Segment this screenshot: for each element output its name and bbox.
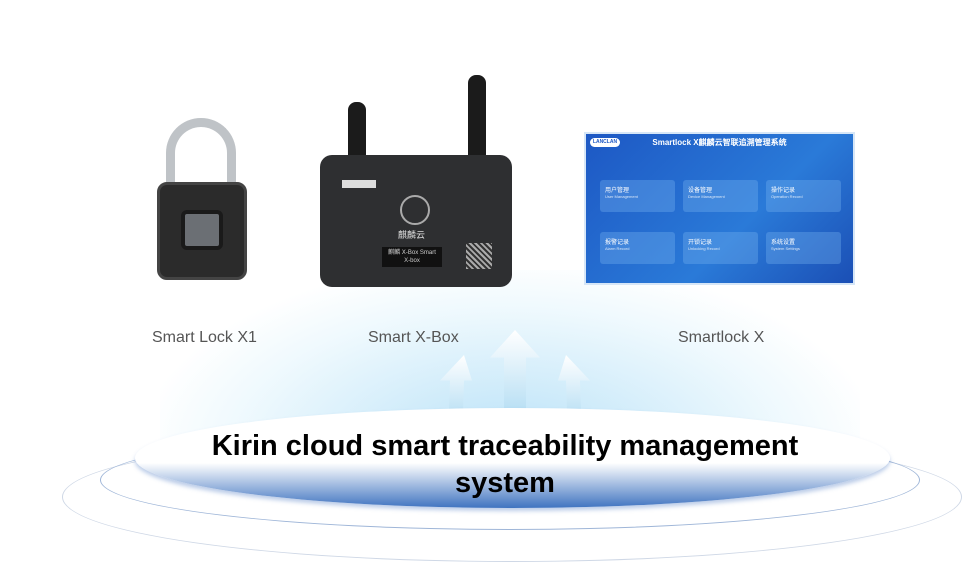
screen-title: Smartlock X麒麟云智联追溯管理系统 [652, 138, 787, 147]
device-label-lock: Smart Lock X1 [152, 329, 257, 346]
qr-code-icon [466, 243, 492, 269]
antenna-right [468, 75, 486, 167]
dragon-logo-icon [400, 195, 430, 225]
box-plate: 麒麟 Ⅹ-Box Smart X-box [382, 247, 442, 267]
device-label-screen: Smartlock X [678, 329, 765, 346]
fingerprint-sensor-icon [181, 210, 223, 250]
platform-disc [135, 408, 890, 508]
lock-shackle [166, 118, 236, 208]
brand-logo: LANCLAN [590, 138, 620, 147]
serial-sticker [342, 180, 376, 188]
platform-title: Kirin cloud smart traceability managemen… [211, 430, 799, 499]
smart-xbox-image: 麒麟云 麒麟 Ⅹ-Box Smart X-box [320, 155, 512, 287]
device-label-xbox: Smart X-Box [368, 329, 459, 346]
box-brand: 麒麟云 [398, 230, 426, 240]
antenna-left [348, 102, 366, 167]
